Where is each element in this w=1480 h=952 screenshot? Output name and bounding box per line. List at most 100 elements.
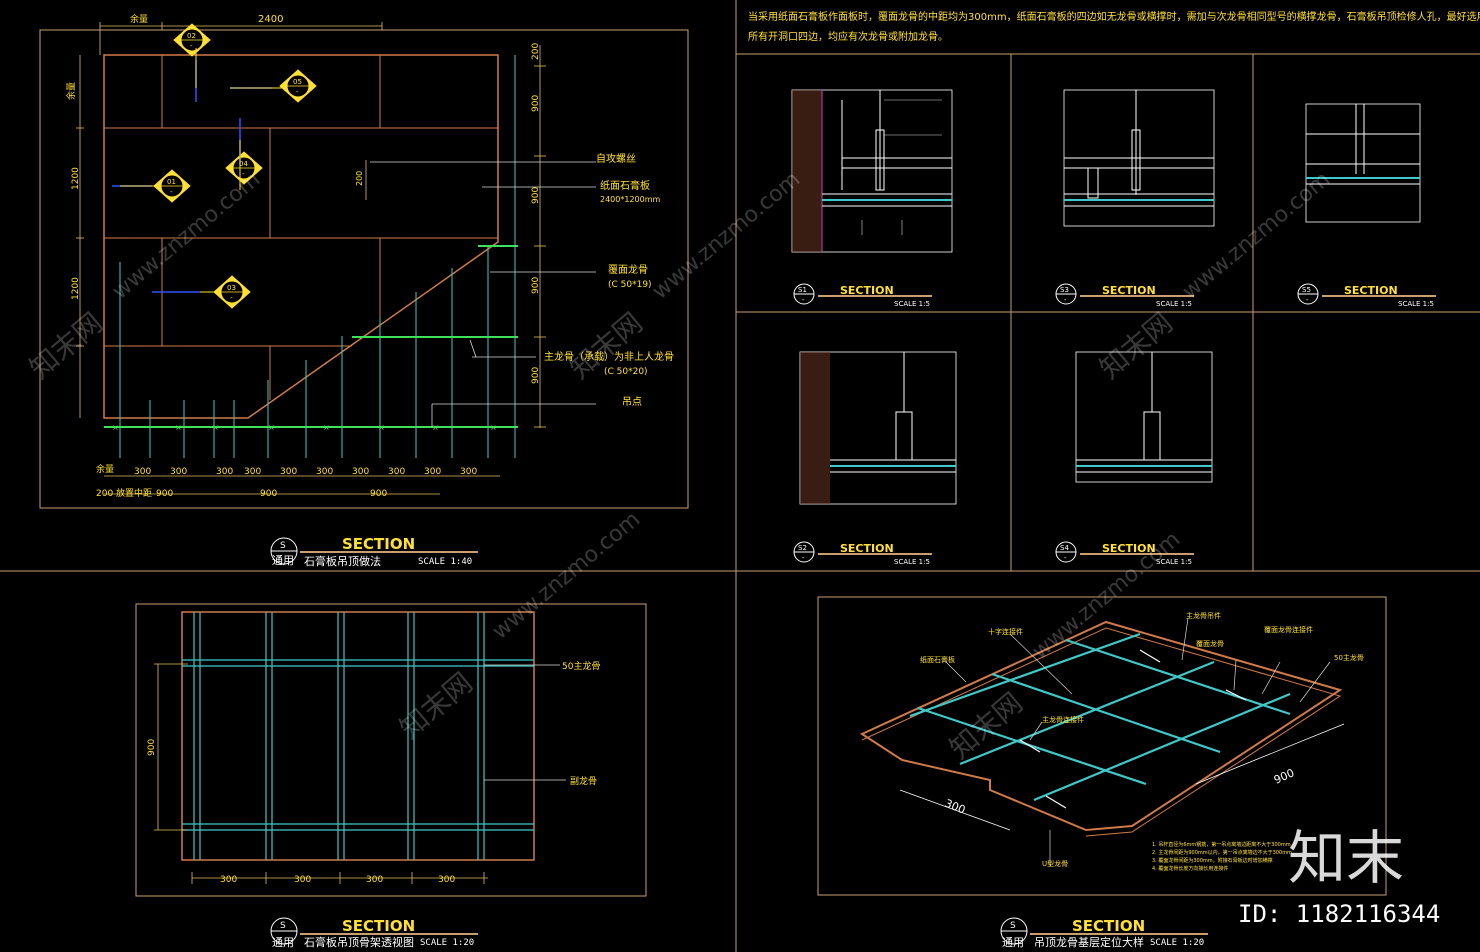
title-block-frame: S 通用 SECTION 石膏板吊顶骨架透视图 SCALE 1:20 (270, 917, 478, 949)
frame-dim-bottom: 300 (220, 875, 237, 885)
board-outline (103, 54, 499, 419)
section-id: S1 (798, 286, 807, 294)
plan-label-cover-keel: 覆面龙骨 (608, 263, 648, 276)
plan-dim-bottom2: 900 (260, 489, 277, 499)
section-details (791, 89, 1421, 505)
marker-sub: - (242, 170, 245, 178)
marker-id: 01 (167, 178, 176, 186)
title-frame-name: 石膏板吊顶骨架透视图 (304, 935, 414, 949)
svg-text:×: × (432, 423, 439, 432)
section-sub: - (1064, 554, 1067, 562)
marker-sub: - (296, 88, 299, 96)
frame-dim-bottom: 300 (366, 875, 383, 885)
watermark-logo: 知末 (1288, 824, 1404, 892)
svg-text:×: × (378, 423, 385, 432)
section-scale: SCALE 1:5 (894, 558, 930, 566)
title-block-iso: S 通用 SECTION 吊顶龙骨基层定位大样 SCALE 1:20 (1000, 917, 1208, 949)
plan-dim-right: 900 (531, 277, 541, 294)
plan-dim-right: 200 (531, 43, 541, 60)
plan-dim-bottom2-left: 200 放置中距 (96, 487, 152, 499)
plan-dim-top-left: 余量 (130, 13, 148, 25)
iso-label-hanger: 主龙骨吊件 (1186, 611, 1221, 620)
plan-dim-right: 900 (531, 187, 541, 204)
iso-dim-right: 900 (1272, 766, 1296, 786)
section-scale: SCALE 1:5 (1156, 558, 1192, 566)
section-heading: SECTION (840, 284, 894, 297)
marker-sub: - (230, 294, 233, 302)
ceiling-plan: ×××××××× 余量 2400 余量 1200 1200 2009009009… (65, 13, 674, 499)
title-iso-heading: SECTION (1072, 917, 1145, 935)
svg-text:www.znzmo.com: www.znzmo.com (488, 507, 645, 645)
section-id: S4 (1060, 544, 1069, 552)
section-marker: 05- (279, 69, 317, 103)
plan-dim-bottom2: 900 (370, 489, 387, 499)
svg-text:×: × (268, 423, 275, 432)
svg-text:www.znzmo.com: www.znzmo.com (1178, 167, 1335, 305)
plan-dim-left-mid1: 1200 (71, 167, 81, 190)
plan-dim-top: 2400 (258, 14, 283, 25)
section-heading: SECTION (840, 542, 894, 555)
iso-label-u-keel: U型龙骨 (1042, 859, 1068, 868)
section-marker: 01 - (153, 169, 191, 203)
iso-detail: 300 900 十字连接件 主龙骨吊件 覆面龙骨 覆面龙骨连接件 50主龙骨 纸… (859, 611, 1364, 872)
svg-text:知末网: 知末网 (1093, 306, 1179, 385)
iso-label-cross: 十字连接件 (988, 627, 1023, 636)
plan-label-board-size: 2400*1200mm (600, 195, 661, 204)
title-plan-name: 石膏板吊顶做法 (304, 554, 381, 568)
title-iso-circle-top: S (1010, 921, 1016, 931)
plan-dim-right: 900 (531, 95, 541, 112)
iso-label-board: 纸面石膏板 (920, 655, 955, 664)
title-plan-heading: SECTION (342, 535, 415, 553)
section-marker: 04- (225, 151, 263, 185)
plan-dim-bottom2: 900 (156, 489, 173, 499)
section-scale: SCALE 1:5 (1156, 300, 1192, 308)
plan-dim-bottom: 300 (352, 467, 369, 477)
title-plan-circle-bottom: 通用 (272, 554, 294, 567)
plan-dim-bottom: 300 (388, 467, 405, 477)
marker-sub: - (170, 188, 173, 196)
plan-dim-right: 900 (531, 367, 541, 384)
iso-note: 1. 吊杆直径为6mm钢筋，第一吊点离墙边距离不大于300mm (1152, 841, 1291, 848)
iso-label-cover: 覆面龙骨 (1196, 639, 1224, 648)
section-heading: SECTION (1344, 284, 1398, 297)
section-heading: SECTION (1102, 542, 1156, 555)
plan-label-main-keel-size: (C 50*20) (604, 367, 648, 377)
section-marker: 02- (173, 23, 211, 57)
frame-label-secondary: 副龙骨 (570, 775, 597, 787)
iso-note: 2. 主龙骨间距为900mm以内，第一吊点离墙边不大于300mm (1152, 849, 1292, 856)
frame-dim-bottom: 300 (438, 875, 455, 885)
section-sub: - (802, 554, 805, 562)
plan-dim-left-top: 余量 (65, 82, 77, 100)
plan-inner-dim: 200 (355, 171, 364, 186)
svg-text:知末网: 知末网 (23, 306, 109, 385)
plan-label-hang-point: 吊点 (622, 396, 642, 408)
iso-label-cover-conn: 覆面龙骨连接件 (1264, 625, 1313, 634)
frame-label-main: 50主龙骨 (562, 660, 600, 672)
marker-id: 02 (187, 32, 196, 40)
title-frame-circle-bottom: 通用 (272, 936, 294, 949)
plan-dim-bottom: 300 (170, 467, 187, 477)
plan-dim-bottom: 300 (424, 467, 441, 477)
iso-label-main: 50主龙骨 (1334, 653, 1364, 662)
iso-note: 3. 覆面龙骨间距为300mm，附接石膏板边时增加横撑 (1152, 857, 1273, 864)
title-iso-scale: SCALE 1:20 (1150, 938, 1204, 948)
section-heading: SECTION (1102, 284, 1156, 297)
svg-text:×: × (490, 423, 497, 432)
svg-text:×: × (323, 423, 330, 432)
title-iso-circle-bottom: 通用 (1002, 936, 1024, 949)
frame-dim-left: 900 (147, 739, 157, 756)
plan-dim-bottom-left: 余量 (96, 463, 114, 475)
section-id: S5 (1302, 286, 1311, 294)
section-id: S3 (1060, 286, 1069, 294)
plan-label-main-keel: 主龙骨（承载）为非上人龙骨 (544, 350, 674, 363)
watermark-id: ID: 1182116344 (1238, 900, 1440, 928)
marker-id: 03 (227, 284, 236, 292)
title-plan-circle-top: S (280, 541, 286, 551)
section-scale: SCALE 1:5 (894, 300, 930, 308)
